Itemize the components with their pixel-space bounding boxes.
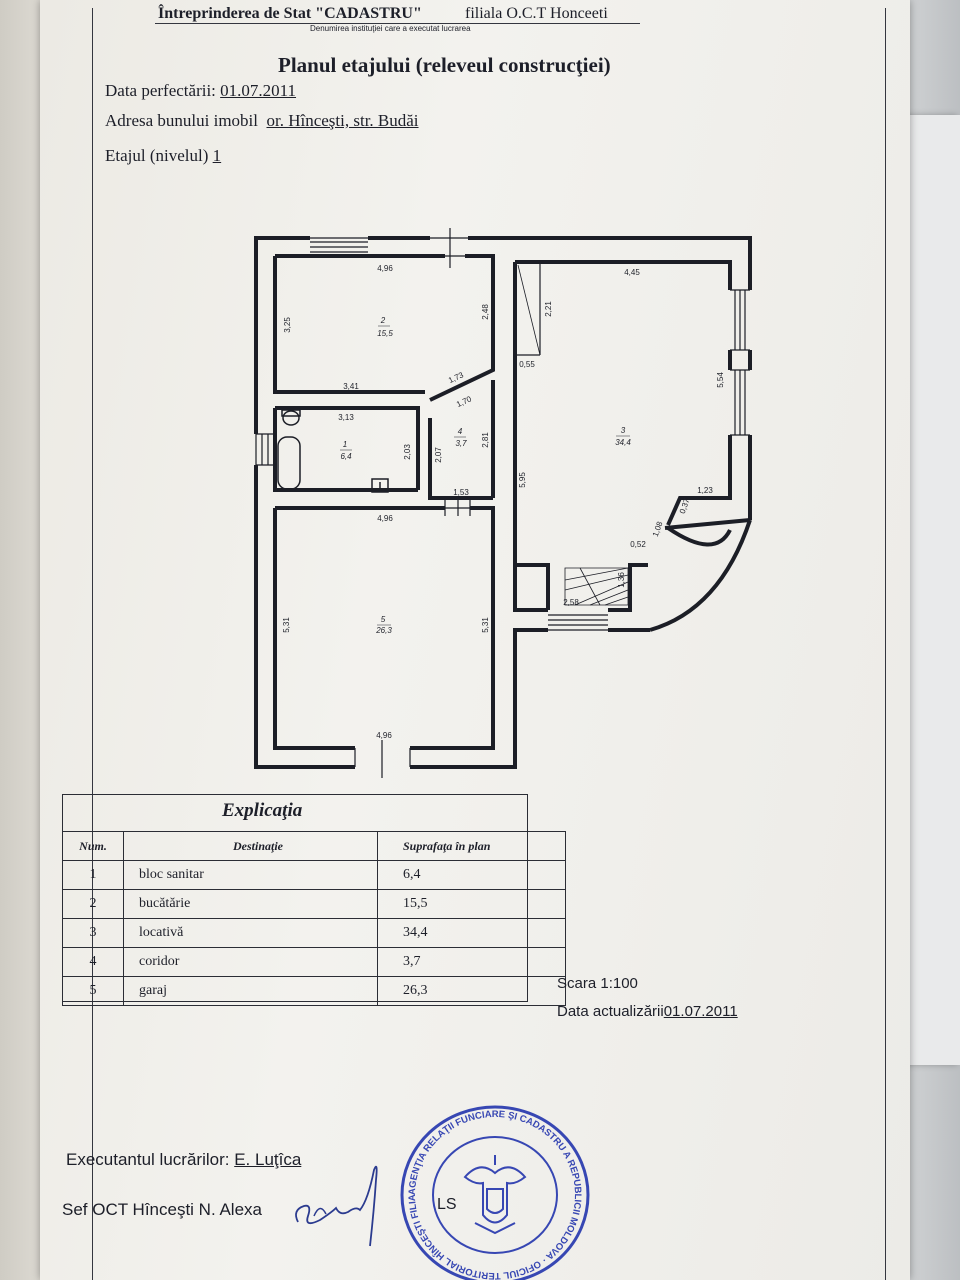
update-date: Data actualizării01.07.2011: [557, 1003, 738, 1020]
dimension-labels: 4,96 3,25 2,48 3,41 1,73 1,70 4,45 2,21 …: [282, 264, 725, 740]
floor-value: 1: [212, 146, 222, 165]
row-surface: 3,7: [377, 947, 566, 977]
row-destination: coridor: [123, 947, 378, 977]
document-sheet: [40, 0, 910, 1280]
table-row: 5 garaj 26,3: [62, 976, 566, 1006]
dim-label: 4,45: [624, 268, 640, 277]
plan-fixtures: [277, 409, 389, 493]
legend-header-destination: Destinaţie: [123, 831, 378, 861]
address-value: or. Hînceşti, str. Budăi: [266, 111, 419, 130]
row-destination: locativă: [123, 918, 378, 948]
room-2-area: 15,5: [377, 329, 393, 338]
row-num: 5: [62, 976, 124, 1006]
dim-label: 3,13: [338, 413, 354, 422]
legend-title: Explicaţia: [222, 800, 303, 821]
header-underline: [155, 23, 640, 24]
address-field: Adresa bunului imobil or. Hînceşti, str.…: [105, 111, 419, 131]
row-num: 1: [62, 860, 124, 890]
row-surface: 34,4: [377, 918, 566, 948]
dim-label: 4,96: [377, 264, 393, 273]
room-2-number: 2: [380, 316, 386, 325]
dim-label: 1,23: [697, 486, 713, 495]
room-5-area: 26,3: [375, 626, 392, 635]
update-date-value: 01.07.2011: [663, 1003, 738, 1020]
executant-label: Executantul lucrărilor:: [66, 1150, 230, 1169]
room-3-number: 3: [621, 426, 626, 435]
dim-label: 1,70: [455, 394, 473, 409]
executant-line: Executantul lucrărilor: E. Luţîca: [66, 1150, 301, 1170]
coat-of-arms-icon: [463, 1155, 527, 1235]
floor-plan: 2 15,5 3 34,4 1 6,4 4 3,7 5 26,3 4,96 3,…: [254, 228, 752, 778]
plan-stairs: [564, 567, 629, 606]
row-destination: bloc sanitar: [123, 860, 378, 890]
room-labels: 2 15,5 3 34,4 1 6,4 4 3,7 5 26,3: [340, 316, 631, 635]
floor-field: Etajul (nivelul) 1: [105, 146, 221, 166]
row-destination: bucătărie: [123, 889, 378, 919]
dim-label: 5,54: [716, 372, 725, 388]
ls-label: LS: [437, 1196, 457, 1213]
dim-label: 2,07: [434, 447, 443, 463]
date-field: Data perfectării: 01.07.2011: [105, 81, 296, 101]
row-num: 2: [62, 889, 124, 919]
header-subtitle: Denumirea instituţiei care a executat lu…: [310, 24, 471, 33]
dim-label: 4,96: [376, 731, 392, 740]
plan-windows: [255, 228, 750, 778]
dim-label: 2,48: [481, 304, 490, 320]
row-surface: 6,4: [377, 860, 566, 890]
row-surface: 26,3: [377, 976, 566, 1006]
dim-label: 2,21: [544, 301, 553, 317]
dim-label: 3,41: [343, 382, 359, 391]
scale-label: Scara 1:100: [557, 975, 638, 992]
legend-header-num: Num.: [62, 831, 124, 861]
dim-label: 1,36: [617, 572, 626, 588]
dim-label: 3,25: [283, 317, 292, 333]
table-row: 4 coridor 3,7: [62, 947, 566, 977]
room-4-area: 3,7: [455, 439, 467, 448]
dim-label: 1,08: [651, 520, 665, 538]
legend-header-row: Num. Destinaţie Suprafaţa în plan: [62, 831, 566, 861]
chief-line: Sef OCT Hînceşti N. Alexa: [62, 1200, 262, 1219]
official-stamp: AGENŢIA RELAŢII FUNCIARE ŞI CADASTRU A R…: [395, 1105, 590, 1280]
document-frame: [92, 8, 886, 1280]
address-label: Adresa bunului imobil: [105, 111, 258, 130]
dim-label: 0,52: [630, 540, 646, 549]
dim-label: 5,95: [518, 472, 527, 488]
dim-label: 4,96: [377, 514, 393, 523]
room-1-number: 1: [343, 440, 347, 449]
dim-label: 5,31: [481, 617, 490, 633]
date-value: 01.07.2011: [220, 81, 297, 100]
floor-label: Etajul (nivelul): [105, 146, 209, 165]
dim-label: 0,55: [519, 360, 535, 369]
table-row: 1 bloc sanitar 6,4: [62, 860, 566, 890]
row-num: 3: [62, 918, 124, 948]
room-4-number: 4: [458, 427, 463, 436]
room-1-area: 6,4: [340, 452, 352, 461]
row-surface: 15,5: [377, 889, 566, 919]
table-row: 2 bucătărie 15,5: [62, 889, 566, 919]
header-organization: Întreprinderea de Stat "CADASTRU": [158, 5, 422, 22]
legend-header-surface: Suprafaţa în plan: [377, 831, 566, 861]
row-destination: garaj: [123, 976, 378, 1006]
handwritten-signature: [295, 1165, 378, 1247]
room-5-number: 5: [381, 615, 386, 624]
dim-label: 1,53: [453, 488, 469, 497]
room-3-area: 34,4: [615, 438, 631, 447]
document-title: Planul etajului (releveul construcţiei): [278, 53, 611, 77]
update-date-label: Data actualizării: [557, 1003, 664, 1020]
table-row: 3 locativă 34,4: [62, 918, 566, 948]
dim-label: 2,03: [403, 444, 412, 460]
date-label: Data perfectării:: [105, 81, 216, 100]
plan-walls: [254, 236, 752, 769]
background-paper-edge: [905, 115, 960, 1065]
header-branch: filiala O.C.T Honceeti: [465, 5, 608, 22]
executant-name: E. Luţîca: [234, 1150, 302, 1169]
row-num: 4: [62, 947, 124, 977]
dim-label: 2,58: [563, 598, 579, 607]
dim-label: 2,81: [481, 432, 490, 448]
dim-label: 5,31: [282, 617, 291, 633]
legend-table: Num. Destinaţie Suprafaţa în plan 1 bloc…: [62, 831, 566, 1006]
